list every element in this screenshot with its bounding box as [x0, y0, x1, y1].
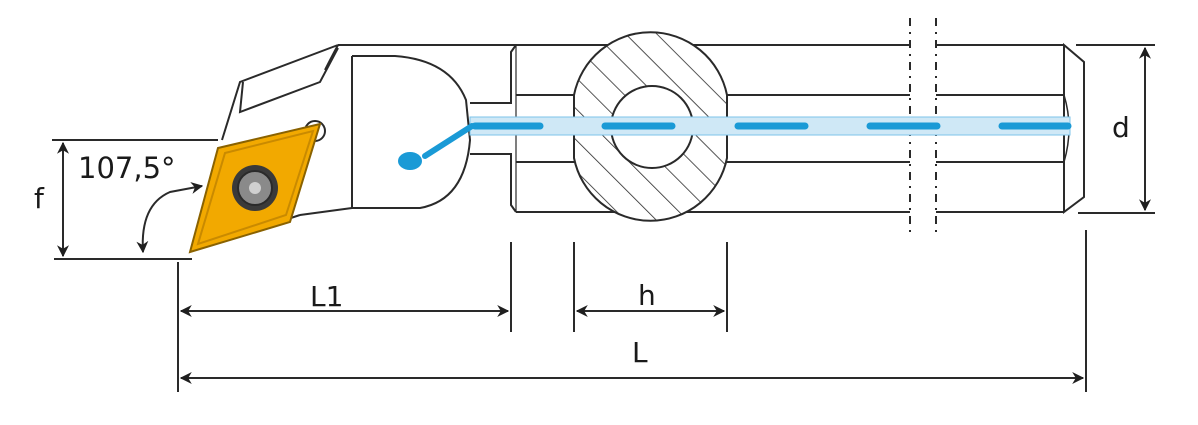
label-L1: L1 [310, 280, 343, 313]
dimension-angle: 107,5° [78, 151, 204, 254]
shank-shoulder [470, 44, 517, 213]
break-lines [909, 18, 937, 236]
dimension-f: f [34, 139, 218, 260]
dimension-L: L [179, 230, 1087, 392]
label-d: d [1112, 111, 1130, 144]
label-angle: 107,5° [78, 151, 176, 185]
dimension-h: h [573, 242, 728, 332]
shank-end [1063, 42, 1085, 214]
label-f: f [34, 182, 45, 215]
rhombic-insert-icon [188, 122, 322, 254]
coolant-channel [398, 116, 1072, 170]
label-h: h [638, 279, 656, 312]
dimension-L1: L1 [177, 242, 512, 392]
torx-screw-icon [232, 165, 278, 211]
dimension-d: d [1076, 44, 1155, 214]
label-L: L [632, 336, 648, 369]
